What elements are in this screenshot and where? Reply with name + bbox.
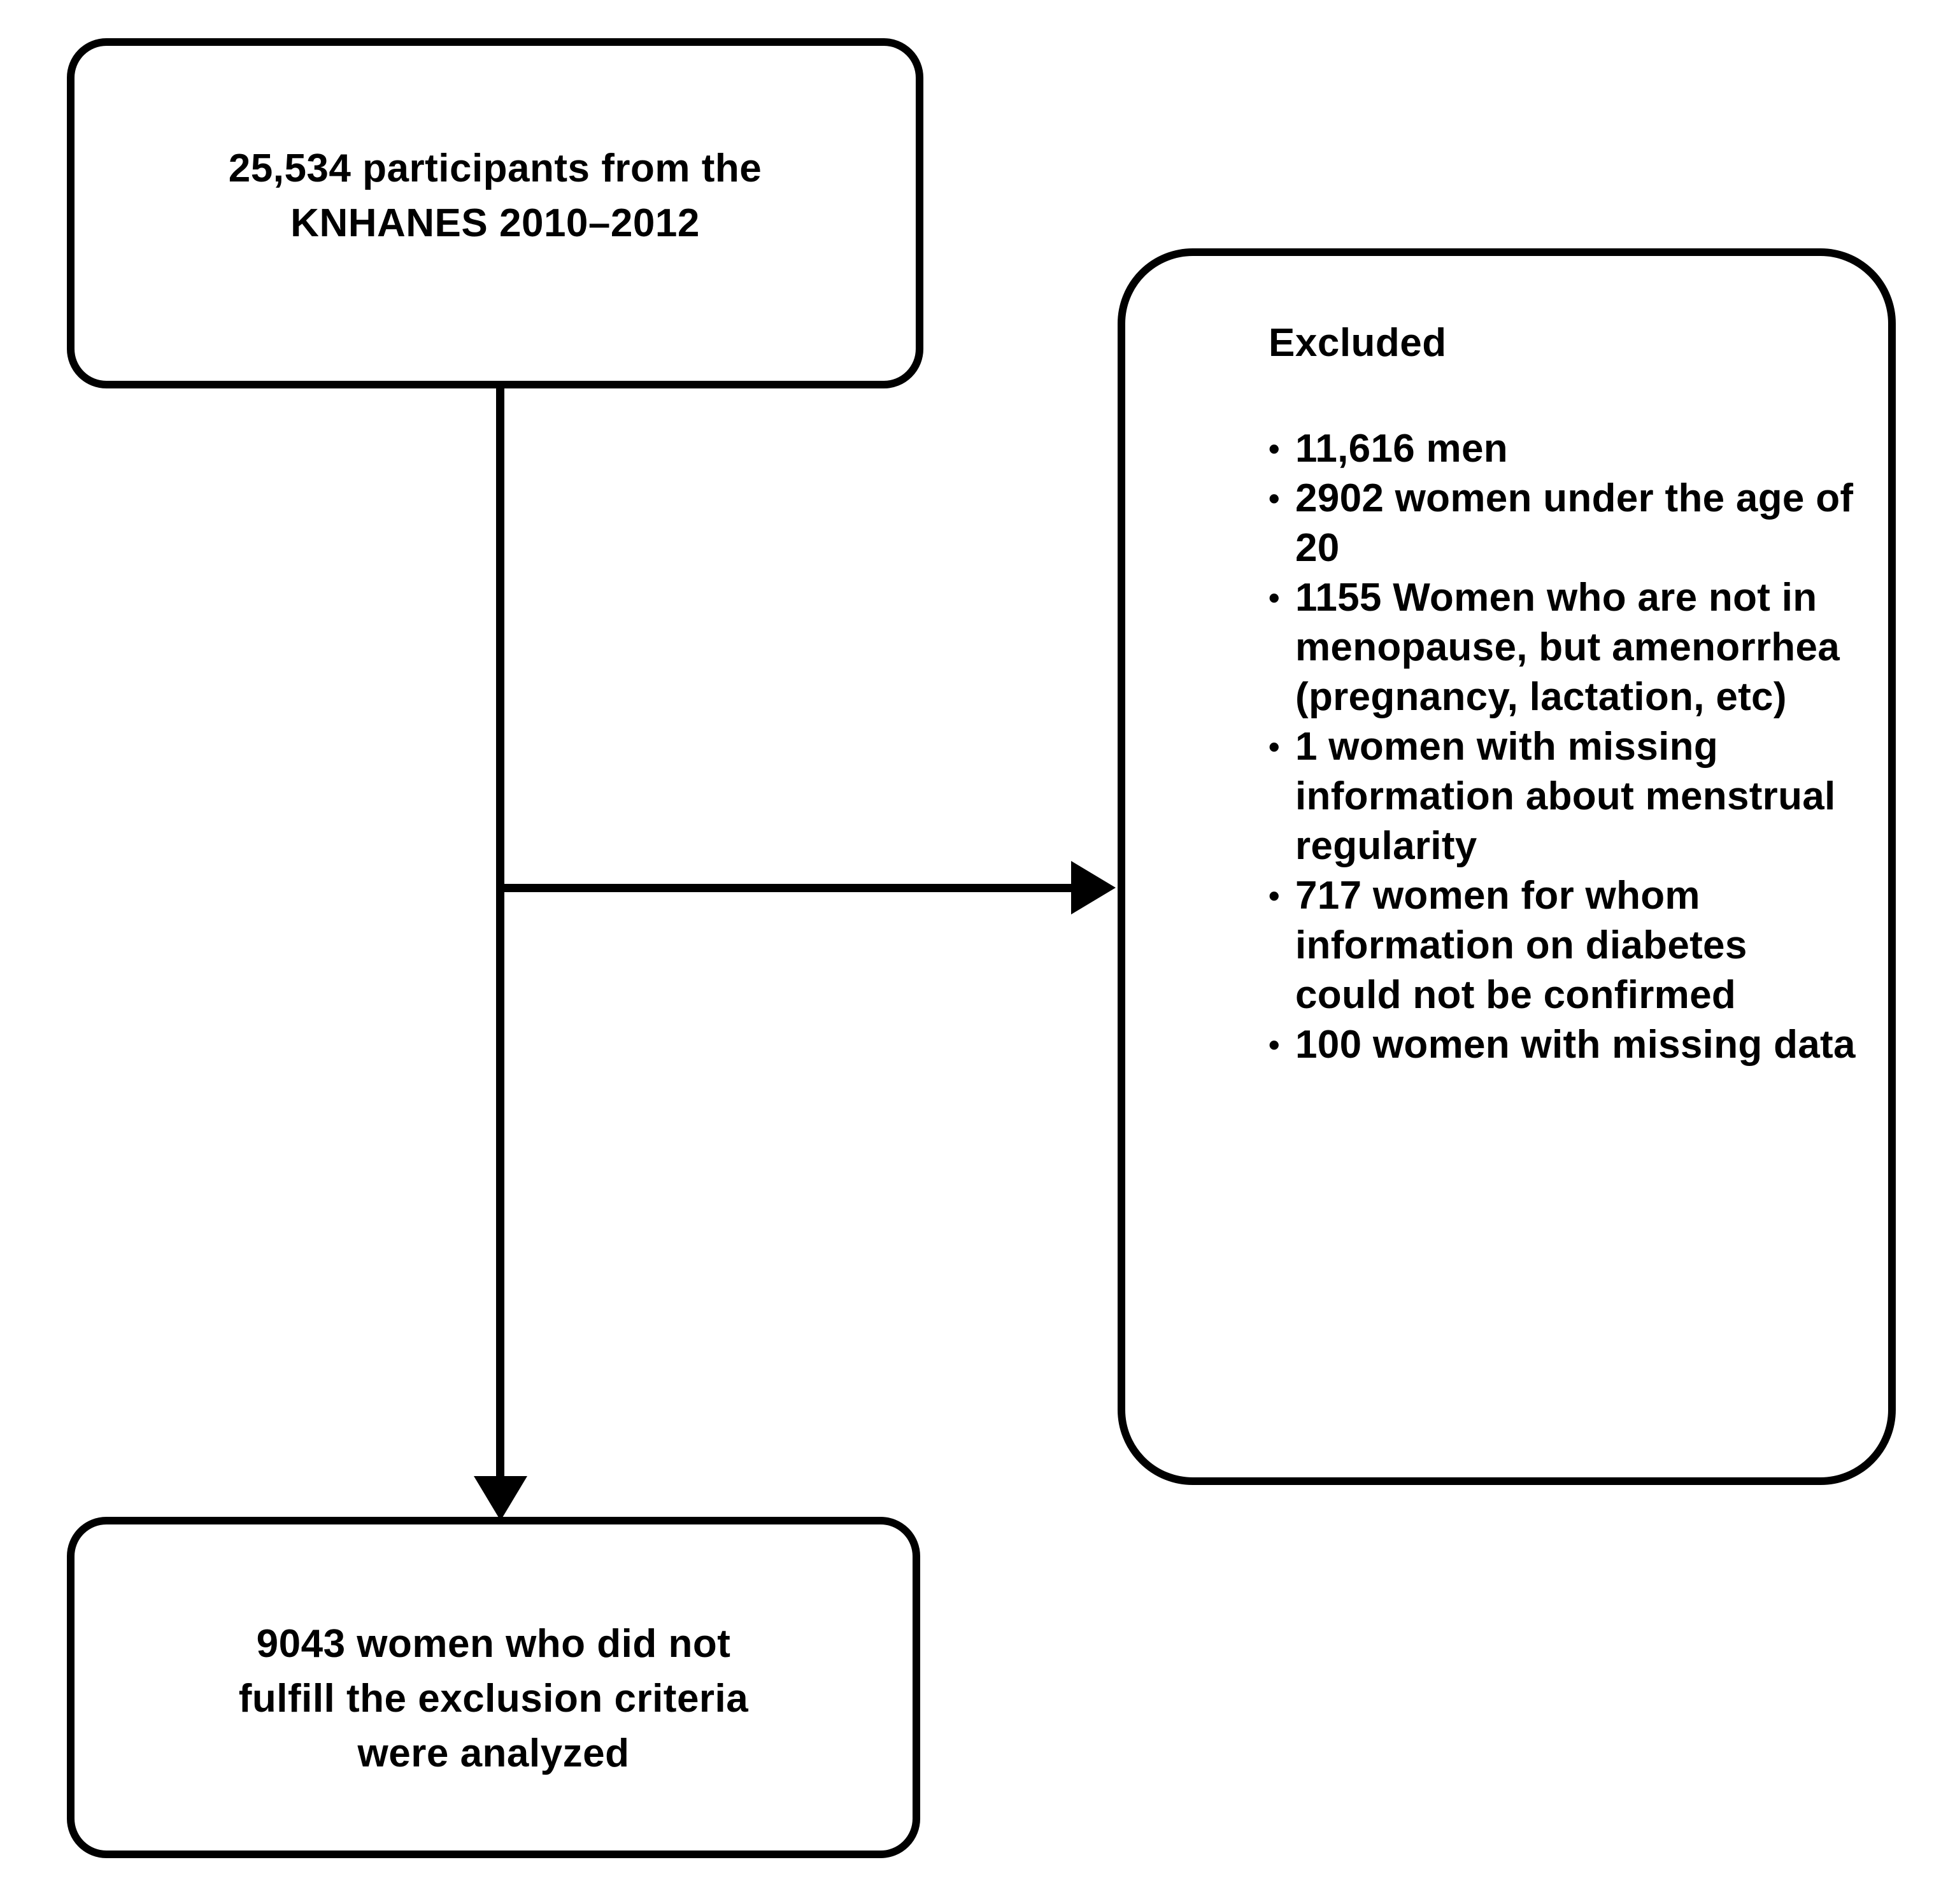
list-item: • 1155 Women who are not in menopause, bu… [1269,573,1863,722]
list-item: • 11,616 men [1269,424,1863,474]
source-population-text: 25,534 participants from the KNHANES 201… [228,146,762,245]
bullet-glyph: • [1269,580,1280,616]
list-item: • 100 women with missing data [1269,1020,1863,1070]
list-item-label: 100 women with missing data [1295,1023,1856,1067]
analyzed-population-text: 9043 women who did not fulfill the exclu… [238,1622,749,1775]
bullet-glyph: • [1269,878,1280,914]
excluded-criteria-box: Excluded • 11,616 men • 2902 women under t… [1118,248,1896,1485]
vertical-connector-line [496,381,504,1489]
horizontal-connector-line [501,884,1077,892]
arrow-down-icon [474,1476,527,1521]
excluded-items-list: • 11,616 men • 2902 women under the age of… [1269,424,1863,1070]
source-population-box: 25,534 participants from the KNHANES 201… [67,38,923,388]
bullet-glyph: • [1269,481,1280,516]
list-item-label: 11,616 men [1295,427,1508,471]
list-item-label: 1 women with missing information about m… [1295,725,1836,868]
bullet-glyph: • [1269,729,1280,765]
list-item-label: 2902 women under the age of 20 [1295,476,1854,570]
bullet-glyph: • [1269,431,1280,467]
list-item: • 2902 women under the age of 20 [1269,474,1863,573]
excluded-content: Excluded • 11,616 men • 2902 women under t… [1269,320,1863,1070]
list-item-label: 1155 Women who are not in menopause, but… [1295,576,1840,719]
list-item: • 1 women with missing information about … [1269,722,1863,871]
excluded-heading: Excluded [1269,321,1447,365]
analyzed-population-box: 9043 women who did not fulfill the exclu… [67,1517,920,1858]
bullet-glyph: • [1269,1027,1280,1063]
arrow-right-icon [1071,861,1116,914]
list-item: • 717 women for whom information on diabe… [1269,871,1863,1020]
list-item-label: 717 women for whom information on diabet… [1295,874,1747,1017]
